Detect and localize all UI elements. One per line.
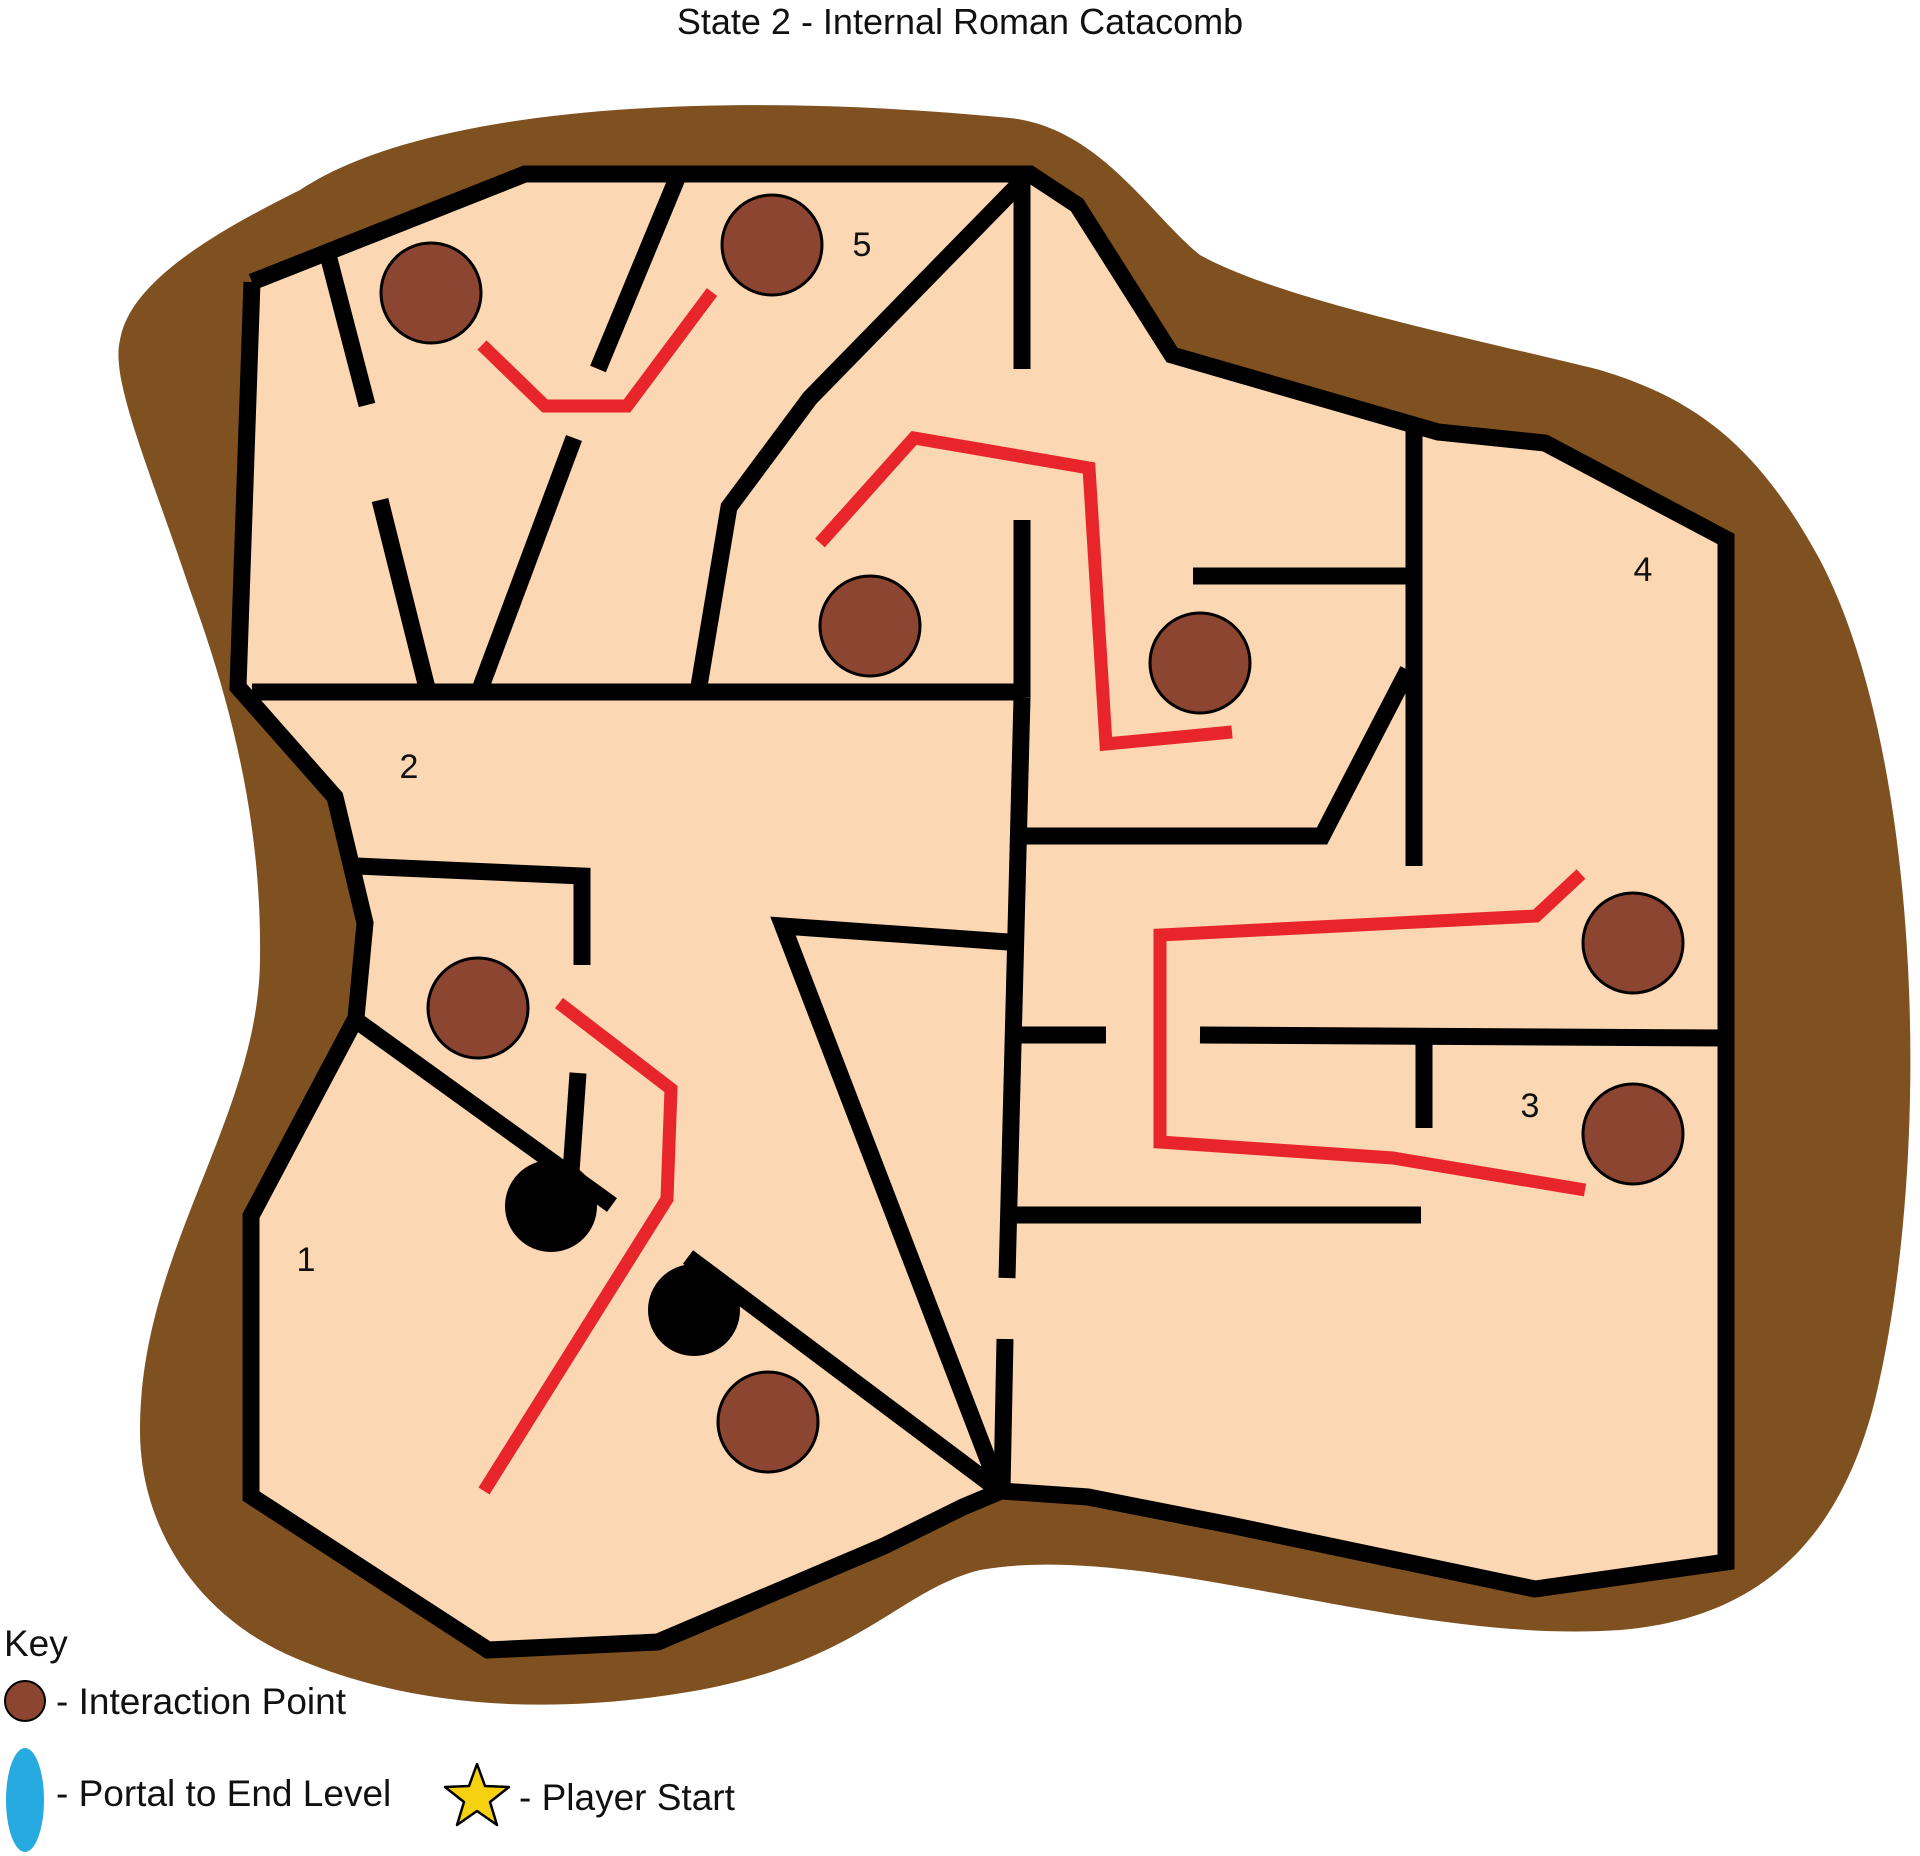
wall-r5-c [590, 172, 686, 373]
interaction-point [716, 1370, 820, 1474]
portal-icon [6, 1748, 44, 1852]
diagram-title: State 2 - Internal Roman Catacomb [677, 1, 1243, 42]
legend: Key - Interaction Point - Portal to End … [4, 1623, 736, 1852]
wall-wedge [770, 916, 1009, 1495]
interaction-point [1148, 611, 1252, 715]
wall-wedge-lower [682, 1250, 1006, 1498]
wall-r1-stub [562, 1072, 587, 1173]
room-label-2: 2 [400, 748, 419, 786]
wall-r1-top [355, 857, 591, 965]
path-upper-center [815, 430, 1233, 752]
legend-label-portal: - Portal to End Level [56, 1773, 391, 1814]
legend-heading: Key [4, 1623, 68, 1664]
legend-label-player-start: - Player Start [519, 1777, 736, 1818]
pit-markers [505, 1160, 740, 1356]
interaction-points [379, 193, 1685, 1474]
wall-r3-top [1199, 1026, 1727, 1047]
wall-center-vertical-low [993, 1338, 1014, 1491]
interaction-point [1581, 1082, 1685, 1186]
interaction-point [426, 956, 530, 1060]
path-room5 [477, 288, 718, 413]
interaction-point [720, 193, 824, 297]
wall-r5-a [319, 252, 376, 408]
room-label-4: 4 [1634, 551, 1653, 589]
walls [229, 165, 1735, 1659]
interaction-point [379, 241, 483, 345]
interaction-point [1581, 891, 1685, 995]
pit-icon [505, 1160, 597, 1252]
room-label-5: 5 [853, 226, 872, 264]
wall-r5-b [371, 497, 437, 695]
wall-diagonal [689, 170, 1034, 694]
wall-r5-d [471, 435, 582, 695]
wall-center-vertical [998, 696, 1031, 1279]
star-icon [443, 1762, 511, 1827]
room-label-1: 1 [297, 1241, 316, 1279]
pit-icon [648, 1264, 740, 1356]
path-room1 [478, 997, 678, 1495]
legend-label-interaction: - Interaction Point [56, 1681, 347, 1722]
outer-wall [229, 165, 1735, 1659]
interaction-point [818, 574, 922, 678]
path-room3 [1153, 869, 1587, 1197]
interaction-point-icon [4, 1680, 46, 1722]
paths [477, 288, 1587, 1495]
wall-r4-lower [1022, 666, 1416, 845]
room-label-3: 3 [1521, 1087, 1540, 1125]
